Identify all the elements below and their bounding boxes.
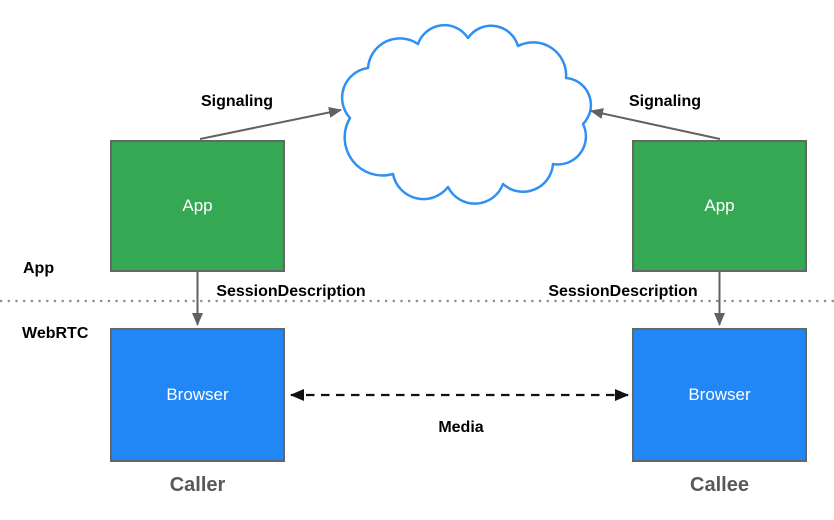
callee-caption: Callee [690, 474, 749, 496]
caller-app-box: App [110, 140, 285, 272]
signaling-label-left: Signaling [201, 93, 273, 110]
callee-app-box-label: App [704, 196, 735, 215]
session-description-label-left: SessionDescription [216, 283, 366, 300]
session-description-label-right: SessionDescription [548, 283, 698, 300]
signaling-arrow-right [590, 108, 721, 140]
caller-caption: Caller [169, 474, 226, 496]
caller-browser-box-label: Browser [166, 385, 229, 404]
callee-browser-box: Browser [632, 328, 807, 462]
signaling-label-right: Signaling [629, 93, 701, 110]
callee-app-box: App [632, 140, 807, 272]
callee-browser-box-label: Browser [688, 385, 751, 404]
signaling-arrow-left [199, 107, 342, 140]
caller-browser-box: Browser [110, 328, 285, 462]
layer-label-app: App [23, 260, 55, 277]
media-label: Media [438, 419, 484, 436]
layer-label-webrtc: WebRTC [22, 325, 89, 342]
cloud-icon [340, 23, 593, 205]
caller-app-box-label: App [182, 196, 213, 215]
